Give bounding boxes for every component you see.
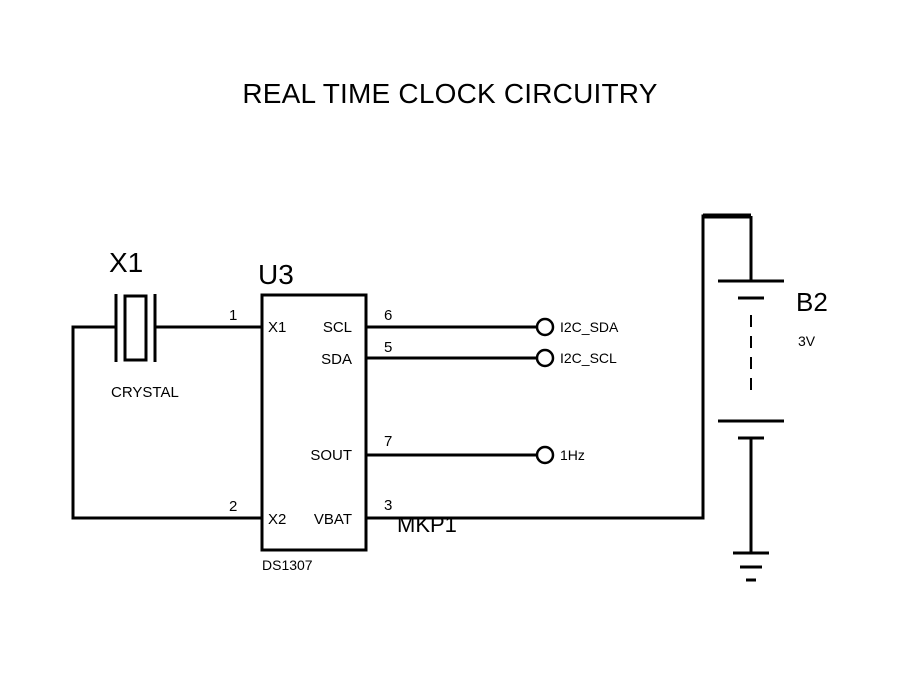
net-label-mkp1: MKP1	[397, 512, 457, 537]
pin-num-sda: 5	[384, 339, 392, 356]
page-title: REAL TIME CLOCK CIRCUITRY	[242, 78, 658, 109]
pin-name-x1: X1	[268, 319, 286, 336]
pin-num-scl: 6	[384, 307, 392, 324]
pin-name-scl: SCL	[323, 319, 352, 336]
pin-name-x2: X2	[268, 511, 286, 528]
ic-part-label: DS1307	[262, 557, 313, 573]
connector-label-1hz: 1Hz	[560, 447, 585, 463]
crystal-value-label: CRYSTAL	[111, 384, 179, 401]
wire-vbat	[366, 214, 751, 520]
ic-u3: U3 DS1307 X1 X2 SCL SDA SOUT VBAT 1 2 6 …	[229, 259, 392, 573]
connector-i2c-scl	[535, 348, 555, 368]
connector-label-scl: I2C_SCL	[560, 350, 617, 366]
crystal-body	[123, 294, 148, 362]
pin-num-vbat: 3	[384, 497, 392, 514]
pin-num-sout: 7	[384, 433, 392, 450]
ic-body	[260, 293, 368, 552]
wire-x2-loop	[71, 325, 262, 520]
connector-1hz	[535, 445, 555, 465]
battery-ref-label: B2	[796, 287, 828, 317]
battery-value-label: 3V	[798, 333, 816, 349]
connector-i2c-sda	[535, 317, 555, 337]
ic-ref-label: U3	[258, 259, 294, 290]
pin-name-vbat: VBAT	[314, 511, 352, 528]
ground-symbol	[733, 551, 769, 582]
pin-num-x2: 2	[229, 498, 237, 515]
battery-b2: B2 3V	[718, 216, 828, 552]
pin-name-sda: SDA	[321, 351, 352, 368]
crystal-ref-label: X1	[109, 247, 143, 278]
crystal-x1: X1 CRYSTAL	[109, 247, 179, 401]
pin-num-x1: 1	[229, 307, 237, 324]
connector-label-sda: I2C_SDA	[560, 319, 619, 335]
pin-name-sout: SOUT	[310, 447, 352, 464]
